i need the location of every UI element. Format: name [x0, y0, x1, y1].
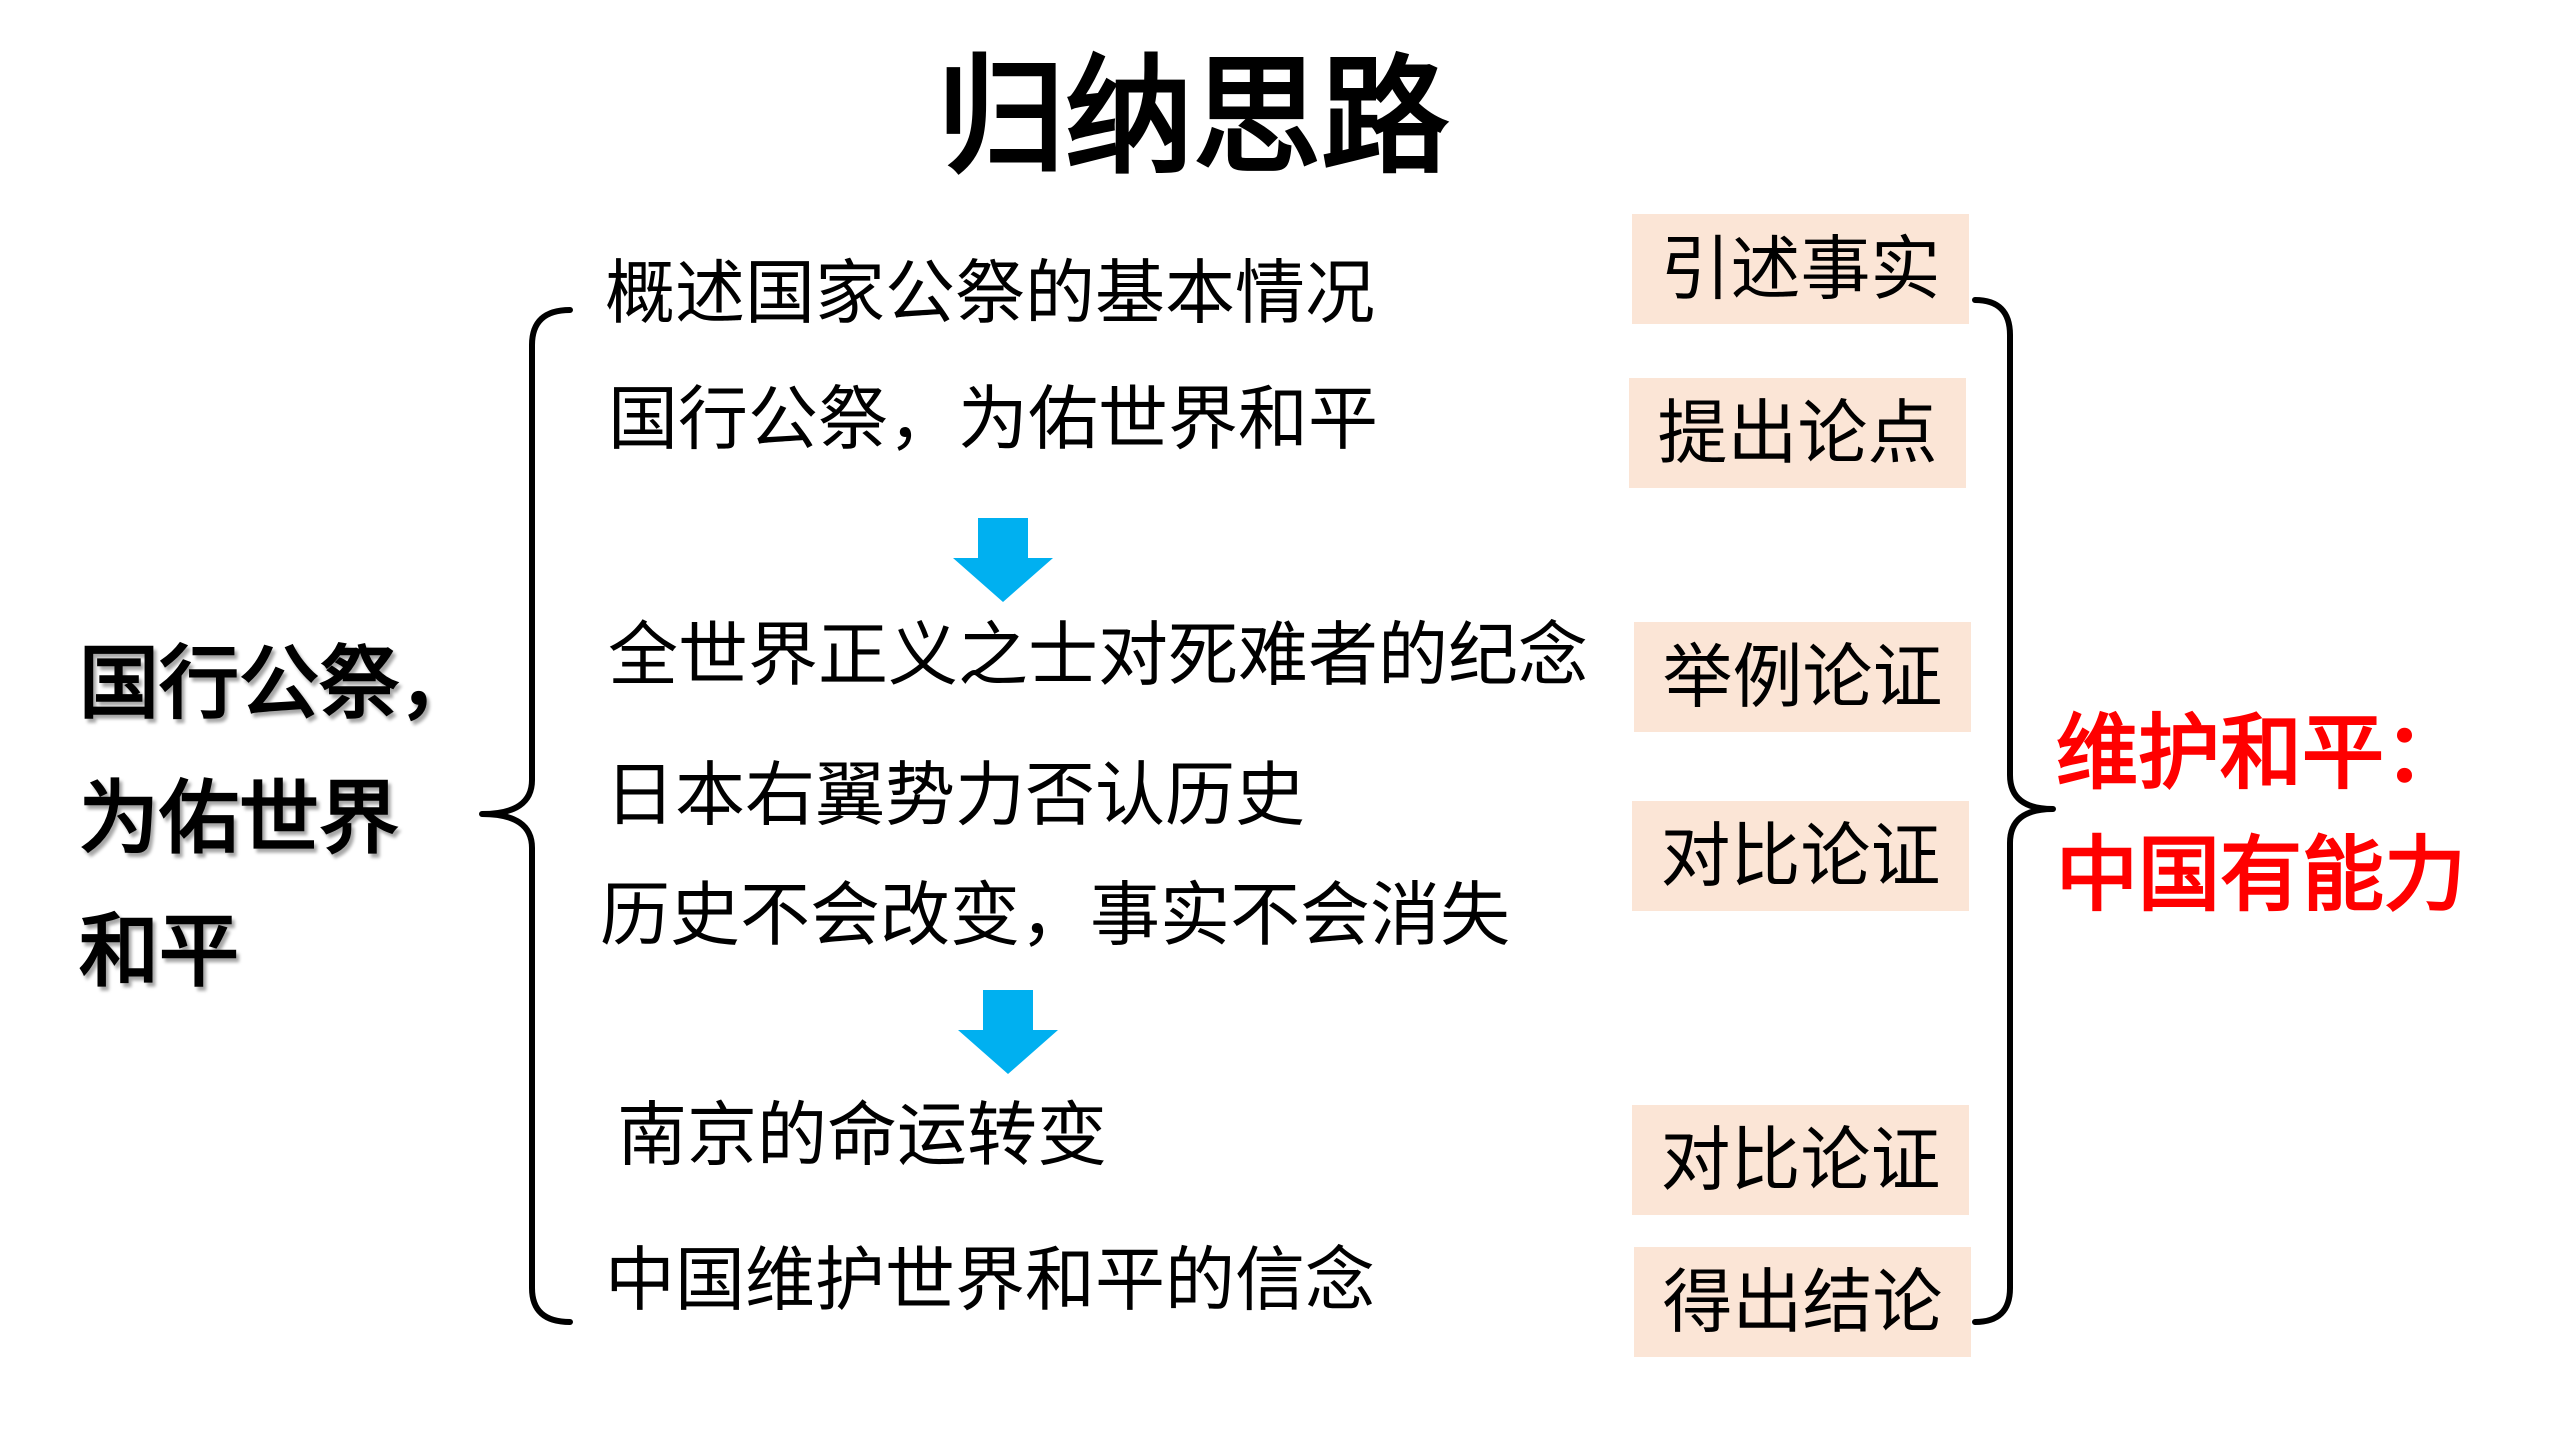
step-item: 中国维护世界和平的信念 — [605, 1239, 1375, 1321]
right-brace — [1972, 297, 2056, 1325]
method-box: 提出论点 — [1629, 378, 1966, 488]
down-arrow-icon — [958, 990, 1058, 1074]
conclusion-line: 维护和平： — [2056, 706, 2467, 801]
method-box: 举例论证 — [1634, 622, 1971, 732]
step-item: 全世界正义之士对死难者的纪念 — [608, 614, 1588, 696]
down-arrow-shape — [958, 990, 1058, 1074]
down-arrow-icon — [953, 518, 1053, 602]
step-item: 国行公祭，为佑世界和平 — [608, 378, 1378, 460]
method-box: 对比论证 — [1632, 801, 1969, 911]
step-item: 概述国家公祭的基本情况 — [605, 252, 1375, 334]
left-brace — [479, 307, 573, 1325]
down-arrow-shape — [953, 518, 1053, 602]
page-title: 归纳思路 — [936, 43, 1449, 192]
conclusion-line: 中国有能力 — [2056, 828, 2467, 923]
method-box: 引述事实 — [1632, 214, 1969, 324]
topic-line: 国行公祭， — [79, 636, 479, 730]
topic-line: 和平 — [79, 904, 239, 998]
step-item: 南京的命运转变 — [617, 1094, 1107, 1176]
method-box: 对比论证 — [1632, 1105, 1969, 1215]
step-item: 历史不会改变，事实不会消失 — [600, 874, 1510, 956]
step-item: 日本右翼势力否认历史 — [605, 754, 1305, 836]
method-box: 得出结论 — [1634, 1247, 1971, 1357]
topic-line: 为佑世界 — [79, 771, 399, 865]
